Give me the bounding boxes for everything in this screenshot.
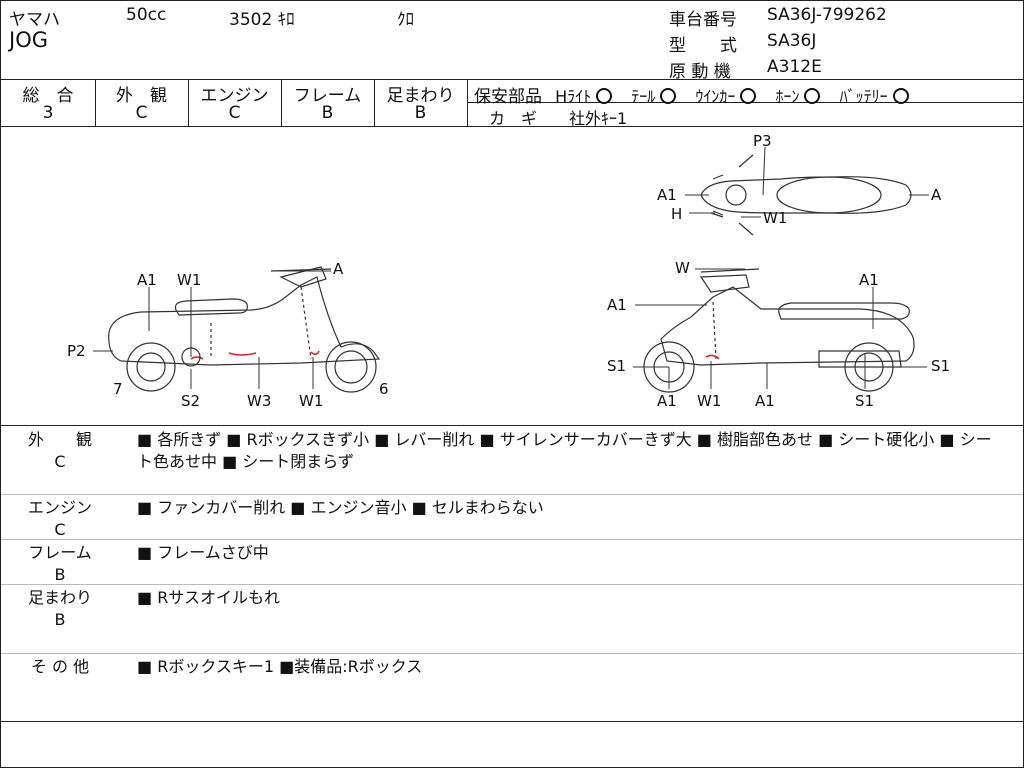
divider	[1, 721, 1023, 722]
safety-item-winker: ｳｲﾝｶｰ	[695, 87, 760, 106]
grade-label-exterior: 外 観	[116, 86, 167, 106]
type-label: 型 式	[669, 36, 737, 56]
diagram-label: A1	[859, 271, 879, 289]
frame-no: SA36J-799262	[767, 5, 887, 25]
grade-value-frame: B	[321, 103, 334, 123]
grade-label-overall: 総 合	[22, 86, 74, 106]
safety-label: 保安部品	[474, 87, 542, 107]
divider	[1, 584, 1023, 585]
engine-value: A312E	[767, 57, 822, 77]
diagram-label: A1	[755, 392, 775, 410]
key-value: 社外ｷｰ1	[569, 109, 628, 128]
ok-circle-icon	[892, 88, 909, 104]
damage-diagram: A1 W1 A P2 7 S2 W3 W1 6 P3 A1 A H W1 W A…	[67, 132, 950, 410]
safety-parts-row: 保安部品 Hﾗｲﾄ ﾃｰﾙ ｳｲﾝｶｰ ﾎｰﾝ ﾊﾞｯﾃﾘｰ	[474, 82, 923, 107]
diagram-label: A	[931, 186, 942, 204]
diagram-label: W1	[299, 392, 323, 410]
diagram-label: S1	[607, 357, 626, 375]
grade-label-frame: フレーム	[293, 86, 362, 106]
divider	[1, 653, 1023, 654]
diagram-label: A1	[607, 296, 627, 314]
note-text-exterior: ■ 各所きず ■ Rボックスきず小 ■ レバー削れ ■ サイレンサーカバーきず大…	[137, 430, 992, 471]
grade-value-engine: C	[228, 103, 241, 123]
note-text-engine: ■ ファンカバー削れ ■ エンジン音小 ■ セルまわらない	[137, 498, 544, 517]
diagram-label: W1	[763, 209, 787, 227]
scooter-top-view	[700, 154, 912, 236]
safety-item-battery: ﾊﾞｯﾃﾘｰ	[840, 87, 913, 106]
divider	[1, 494, 1023, 495]
diagram-label: P2	[67, 342, 86, 360]
diagram-label: W1	[697, 392, 721, 410]
divider	[1, 539, 1023, 540]
ok-circle-icon	[660, 88, 677, 104]
type-value: SA36J	[767, 31, 817, 51]
diagram-label: 6	[379, 380, 389, 398]
diagram-label: A1	[657, 392, 677, 410]
diagram-labels: A1 W1 A P2 7 S2 W3 W1 6 P3 A1 A H W1 W A…	[67, 132, 950, 410]
diagram-label: 7	[113, 380, 123, 398]
grade-label-engine: エンジン	[200, 86, 269, 106]
divider	[1, 126, 1023, 127]
grade-value-overall: 3	[42, 103, 54, 123]
diagram-label: W	[675, 259, 690, 277]
mileage: 3502 ｷﾛ	[229, 10, 295, 30]
divider	[1, 79, 1023, 80]
ok-circle-icon	[740, 88, 757, 104]
displacement: 50cc	[126, 5, 167, 25]
divider	[188, 79, 189, 126]
grade-value-exterior: C	[135, 103, 148, 123]
diagram-label: A1	[137, 271, 157, 289]
diagram-label: P3	[753, 132, 772, 150]
frame-no-label: 車台番号	[669, 10, 737, 30]
engine-label: 原 動 機	[669, 62, 731, 82]
grade-value-suspension: B	[414, 103, 427, 123]
color: ｸﾛ	[397, 10, 414, 30]
note-text-suspension: ■ Rサスオイルもれ	[137, 588, 281, 607]
maker: ヤマハ	[9, 10, 60, 30]
model-name: JOG	[9, 28, 48, 52]
divider	[281, 79, 282, 126]
diagram-label: S1	[931, 357, 950, 375]
divider	[1, 425, 1023, 426]
diagram-label: W1	[177, 271, 201, 289]
note-text-other: ■ Rボックスキー1 ■装備品:Rボックス	[137, 657, 423, 676]
ok-circle-icon	[596, 88, 613, 104]
divider	[95, 79, 96, 126]
diagram-label: S2	[181, 392, 200, 410]
diagram-label: A	[333, 260, 344, 278]
safety-item-headlight: Hﾗｲﾄ	[555, 87, 616, 106]
note-label-other: そ の 他	[30, 657, 90, 676]
diagram-label: H	[671, 205, 682, 223]
divider	[374, 79, 375, 126]
scooter-left-view	[108, 266, 381, 393]
key-label: カ ギ	[489, 109, 538, 128]
note-text-frame: ■ フレームさび中	[137, 543, 269, 562]
ok-circle-icon	[804, 88, 821, 104]
diagram-label: A1	[657, 186, 677, 204]
safety-item-tail: ﾃｰﾙ	[631, 87, 680, 106]
diagram-label: S1	[855, 392, 874, 410]
diagram-label: W3	[247, 392, 271, 410]
grade-label-suspension: 足まわり	[386, 86, 455, 106]
safety-item-horn: ﾎｰﾝ	[775, 87, 824, 106]
